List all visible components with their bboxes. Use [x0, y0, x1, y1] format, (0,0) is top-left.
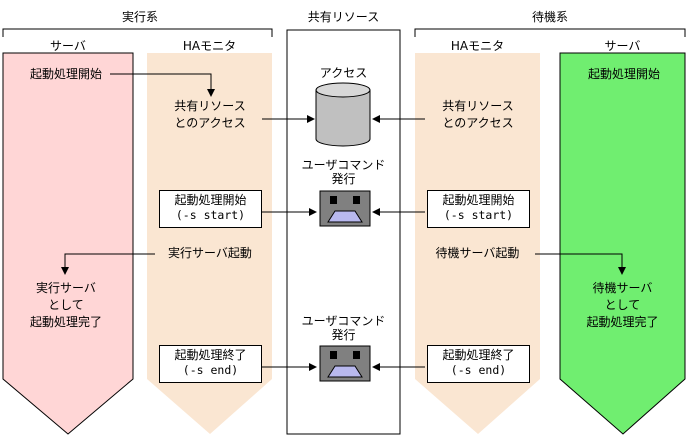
active-server-column [2, 52, 134, 435]
text-line: として [48, 298, 84, 312]
text-line: 発行 [331, 328, 356, 342]
text-line: (-s end) [450, 363, 507, 377]
standby-cmd-start-box: 起動処理開始 (-s start) [427, 190, 530, 228]
arrow-active-start-to-ha [110, 73, 215, 97]
text-line: 起動処理終了 [442, 348, 515, 362]
standby-system-bracket [414, 28, 686, 37]
active-system-bracket [2, 28, 273, 37]
arrow-active-server-start [61, 253, 155, 275]
active-ha-access-label: 共有リソース とのアクセス [150, 98, 270, 132]
active-ha-column [147, 53, 272, 434]
standby-server-done-label: 待機サーバ として 起動処理完了 [560, 280, 685, 331]
shared-disk-icon [315, 82, 371, 147]
user-command-device-icon [319, 345, 371, 382]
text-line: 共有リソース [174, 99, 246, 113]
text-line: (-s start) [175, 208, 246, 222]
standby-system-header: 待機系 [531, 10, 568, 24]
active-server-column-title: サーバ [50, 39, 86, 53]
active-server-start-label: 起動処理開始 [29, 67, 102, 81]
standby-server-column [559, 52, 686, 435]
standby-ha-column-title: HAモニタ [450, 39, 505, 53]
active-ha-column-title: HAモニタ [182, 39, 237, 53]
text-line: 起動処理完了 [586, 315, 659, 329]
text-line: ユーザコマンド [301, 158, 386, 172]
active-cmd-end-box: 起動処理終了 (-s end) [159, 345, 262, 383]
standby-server-column-title: サーバ [604, 39, 641, 53]
active-system-header: 実行系 [121, 10, 158, 24]
disk-access-label: アクセス [319, 66, 368, 80]
text-line: 起動処理開始 [174, 193, 247, 207]
text-line: 起動処理完了 [29, 315, 102, 329]
text-line: 起動処理開始 [442, 193, 515, 207]
active-server-done-label: 実行サーバ として 起動処理完了 [3, 280, 129, 331]
user-command-label-2: ユーザコマンド 発行 [287, 314, 400, 342]
text-line: 共有リソース [442, 99, 514, 113]
shared-resource-header: 共有リソース [307, 10, 380, 24]
text-line: とのアクセス [442, 116, 514, 130]
standby-ha-access-label: 共有リソース とのアクセス [418, 98, 538, 132]
text-line: ユーザコマンド [301, 314, 386, 328]
arrow-standby-server-start [535, 253, 626, 275]
active-cmd-start-box: 起動処理開始 (-s start) [159, 190, 262, 228]
user-command-device-icon [319, 190, 371, 227]
text-line: 起動処理終了 [174, 348, 247, 362]
text-line: 実行サーバ [36, 281, 96, 295]
standby-server-start-step: 待機サーバ起動 [435, 246, 520, 260]
text-line: として [604, 298, 641, 312]
standby-cmd-end-box: 起動処理終了 (-s end) [427, 345, 530, 383]
standby-server-start-label: 起動処理開始 [587, 67, 660, 81]
text-line: (-s end) [182, 363, 239, 377]
text-line: とのアクセス [174, 116, 246, 130]
active-server-start-step: 実行サーバ起動 [168, 246, 252, 260]
text-line: 発行 [331, 172, 356, 186]
text-line: (-s start) [443, 208, 514, 222]
text-line: 待機サーバ [592, 281, 653, 295]
standby-ha-column [415, 53, 540, 434]
user-command-label-1: ユーザコマンド 発行 [287, 158, 400, 186]
